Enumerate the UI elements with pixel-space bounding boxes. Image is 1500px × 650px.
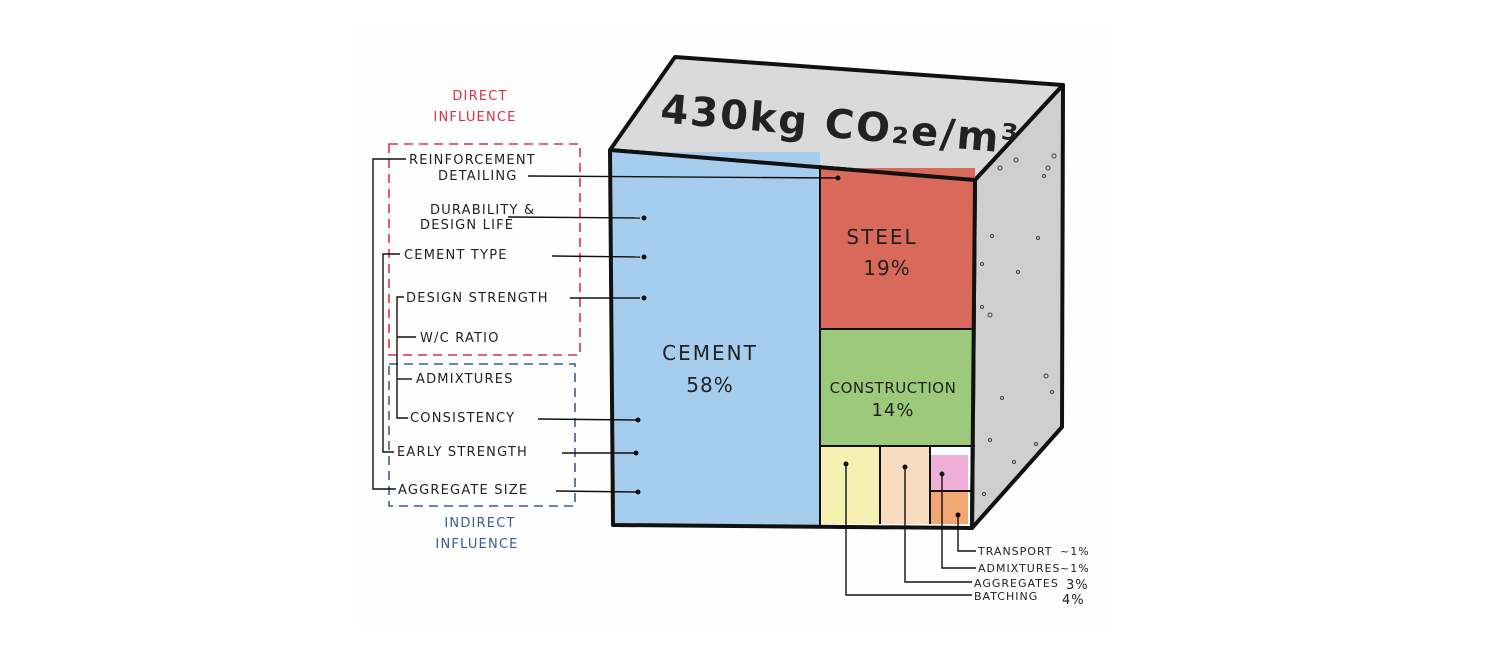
segment-steel: [820, 168, 975, 329]
direct-influence-label-1: DIRECT: [452, 89, 507, 104]
cube-front-face: [608, 148, 977, 530]
legend-admixtures-pct: ~1%: [1060, 562, 1090, 575]
direct-influence-box: [388, 143, 581, 356]
segment-borders: [819, 165, 975, 525]
legend-transport-pct: ~1%: [1060, 545, 1090, 558]
cement-pct: 58%: [686, 373, 733, 397]
factor-connectors: [372, 158, 839, 493]
segment-transport: [930, 491, 968, 524]
factor-durability-2: DESIGN LIFE: [420, 218, 514, 233]
factor-reinforcement-2: DETAILING: [438, 169, 518, 184]
legend-admixtures-name: ADMIXTURES: [978, 562, 1060, 575]
factor-admixtures: ADMIXTURES: [416, 372, 514, 387]
indirect-influence-label-1: INDIRECT: [444, 516, 515, 531]
factor-early-strength: EARLY STRENGTH: [397, 445, 528, 460]
cement-name: CEMENT: [662, 341, 758, 365]
legend-batching-name: BATCHING: [974, 590, 1038, 603]
factor-durability-1: DURABILITY &: [430, 203, 535, 218]
segment-batching: [820, 446, 880, 524]
factor-wc-ratio: W/C RATIO: [420, 331, 500, 346]
steel-pct: 19%: [863, 256, 910, 280]
legend-aggregates-pct: 3%: [1066, 578, 1089, 593]
concrete-speckles: [980, 153, 1057, 496]
legend-batching-pct: 4%: [1062, 593, 1085, 608]
segment-construction: [820, 329, 975, 446]
direct-influence-label-2: INFLUENCE: [433, 110, 516, 125]
construction-pct: 14%: [871, 400, 914, 421]
segment-admixtures: [930, 455, 968, 491]
factor-cement-type: CEMENT TYPE: [404, 248, 508, 263]
factor-aggregate-size: AGGREGATE SIZE: [398, 483, 528, 498]
indirect-influence-label-2: INFLUENCE: [435, 537, 518, 552]
segment-cement: [612, 152, 820, 525]
factor-consistency: CONSISTENCY: [410, 411, 515, 426]
legend-transport-name: TRANSPORT: [977, 545, 1053, 558]
factor-reinforcement-1: REINFORCEMENT: [409, 153, 536, 168]
steel-name: STEEL: [846, 225, 917, 249]
legend-aggregates-name: AGGREGATES: [974, 577, 1059, 590]
factor-design-strength: DESIGN STRENGTH: [406, 291, 549, 306]
construction-name: CONSTRUCTION: [830, 379, 957, 397]
legend-connectors: [845, 464, 976, 596]
indirect-influence-box: [388, 363, 576, 507]
